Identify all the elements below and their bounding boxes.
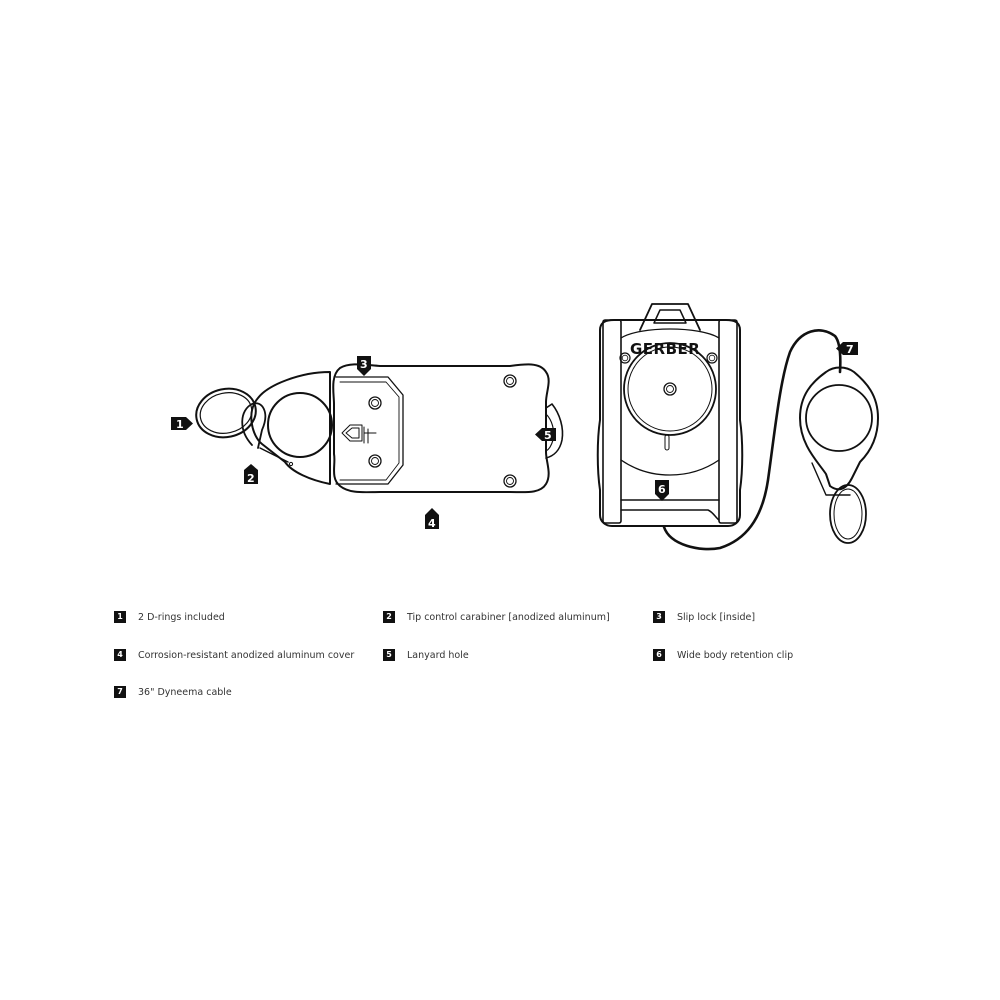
- legend-badge: 1: [114, 611, 126, 623]
- legend-badge: 2: [383, 611, 395, 623]
- legend-item-4: 4 Corrosion-resistant anodized aluminum …: [114, 649, 354, 661]
- legend-item-6: 6 Wide body retention clip: [653, 649, 793, 661]
- legend-item-7: 7 36" Dyneema cable: [114, 686, 232, 698]
- side-view-illustration: [195, 363, 564, 494]
- legend-badge: 5: [383, 649, 395, 661]
- legend-badge: 7: [114, 686, 126, 698]
- legend-label: Slip lock [inside]: [677, 611, 756, 623]
- svg-text:2: 2: [247, 472, 255, 485]
- front-view-illustration: [596, 303, 879, 551]
- legend-item-5: 5 Lanyard hole: [383, 649, 469, 661]
- gerber-brand-logo: GERBER: [630, 340, 700, 358]
- legend-badge: 4: [114, 649, 126, 661]
- callout-3: 3: [357, 356, 371, 376]
- callout-6: 6: [655, 480, 669, 501]
- legend-label: Corrosion-resistant anodized aluminum co…: [138, 649, 355, 661]
- legend-label: Lanyard hole: [407, 649, 469, 661]
- svg-text:5: 5: [544, 429, 552, 442]
- legend-item-1: 1 2 D-rings included: [114, 611, 225, 623]
- dyneema-cable-icon: [662, 329, 842, 551]
- svg-text:1: 1: [176, 418, 184, 431]
- callout-5: 5: [535, 428, 556, 442]
- svg-text:6: 6: [658, 483, 666, 496]
- legend-label: Wide body retention clip: [677, 649, 794, 661]
- legend-item-2: 2 Tip control carabiner [anodized alumin…: [383, 611, 610, 623]
- cover-body-icon: [332, 363, 550, 494]
- svg-text:3: 3: [360, 358, 368, 371]
- callout-2: 2: [244, 464, 258, 485]
- gerber-logo-glyph-icon: [341, 424, 377, 444]
- legend-badge: 6: [653, 649, 665, 661]
- callout-4: 4: [425, 508, 439, 530]
- carabiner-icon: [241, 371, 333, 485]
- callout-1: 1: [171, 417, 193, 431]
- legend-label: 36" Dyneema cable: [138, 686, 232, 698]
- product-diagram: 1 2 3 4 5: [171, 303, 879, 551]
- d-ring-icon: [195, 387, 257, 439]
- callout-7: 7: [836, 342, 858, 356]
- legend-item-3: 3 Slip lock [inside]: [653, 611, 755, 623]
- svg-text:4: 4: [428, 517, 436, 530]
- pull-ring-icon: [799, 366, 879, 544]
- svg-text:7: 7: [846, 343, 854, 356]
- legend-label: 2 D-rings included: [138, 611, 225, 623]
- legend-label: Tip control carabiner [anodized aluminum…: [407, 611, 610, 623]
- legend-badge: 3: [653, 611, 665, 623]
